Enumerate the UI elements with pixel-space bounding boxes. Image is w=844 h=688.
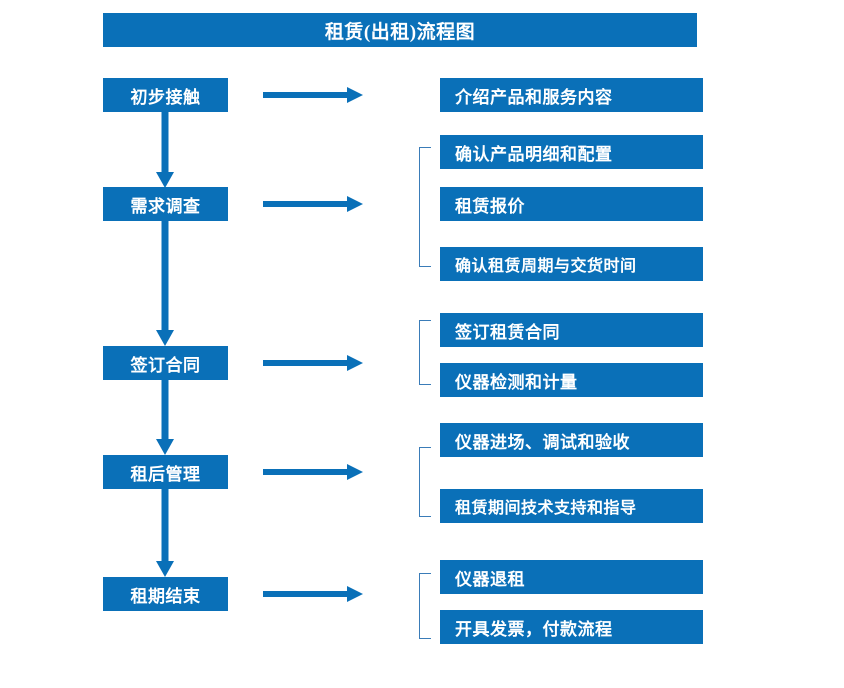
stage-box-4[interactable]: 租后管理 <box>103 455 228 489</box>
flow-arrow-right <box>263 87 363 103</box>
detail-box-g4-1[interactable]: 仪器进场、调试和验收 <box>440 423 703 457</box>
detail-box-g2-2[interactable]: 租赁报价 <box>440 187 703 221</box>
detail-box-g2-3[interactable]: 确认租赁周期与交货时间 <box>440 247 703 281</box>
detail-box-g5-1[interactable]: 仪器退租 <box>440 560 703 594</box>
group-bracket <box>419 147 431 267</box>
flow-arrow-right <box>263 464 363 480</box>
stage-box-1[interactable]: 初步接触 <box>103 78 228 112</box>
stage-box-2[interactable]: 需求调查 <box>103 187 228 221</box>
detail-box-g4-2[interactable]: 租赁期间技术支持和指导 <box>440 489 703 523</box>
flow-arrow-down <box>156 380 174 455</box>
group-bracket <box>419 447 431 517</box>
flow-arrow-right <box>263 586 363 602</box>
flow-arrow-right <box>263 355 363 371</box>
detail-box-g3-1[interactable]: 签订租赁合同 <box>440 313 703 347</box>
flow-arrow-down <box>156 221 174 346</box>
detail-box-g2-1[interactable]: 确认产品明细和配置 <box>440 135 703 169</box>
group-bracket <box>419 320 431 385</box>
flow-arrow-down <box>156 112 174 188</box>
flow-arrow-right <box>263 196 363 212</box>
detail-box-g1-1[interactable]: 介绍产品和服务内容 <box>440 78 703 112</box>
page-title: 租赁(出租)流程图 <box>103 13 697 47</box>
detail-box-g3-2[interactable]: 仪器检测和计量 <box>440 363 703 397</box>
stage-box-5[interactable]: 租期结束 <box>103 577 228 611</box>
group-bracket <box>419 573 431 639</box>
flow-arrow-down <box>156 489 174 577</box>
stage-box-3[interactable]: 签订合同 <box>103 346 228 380</box>
detail-box-g5-2[interactable]: 开具发票，付款流程 <box>440 610 703 644</box>
